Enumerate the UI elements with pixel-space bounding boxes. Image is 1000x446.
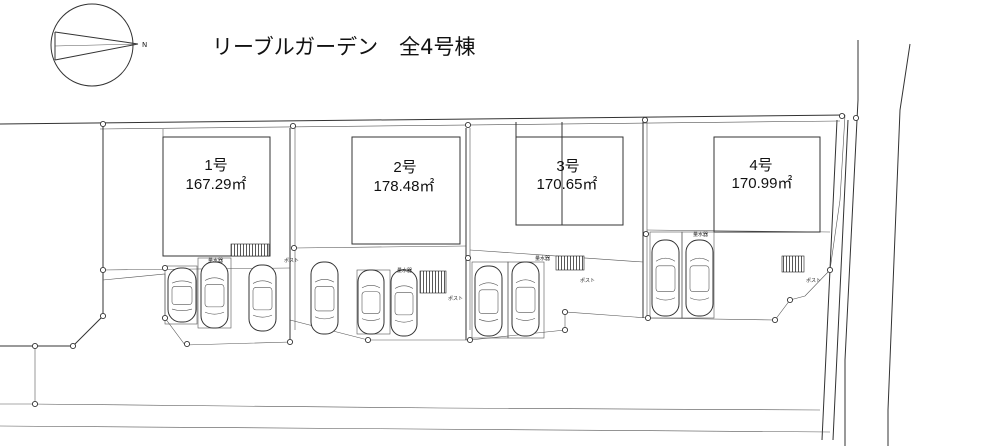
boundary-marker-icon [826, 266, 834, 274]
boundary-marker-icon [290, 244, 298, 252]
parked-car-icon [200, 261, 229, 329]
survey-nodes [31, 112, 860, 408]
lot-2-number: 2号 [393, 159, 416, 176]
boundary-marker-icon [838, 112, 846, 120]
lot-4-label: 4号 170.99㎡ [732, 157, 793, 192]
compass-north-label: N [142, 41, 147, 49]
parked-car-icon [685, 239, 714, 317]
parked-car-icon [248, 264, 277, 332]
boundary-marker-icon [644, 314, 652, 322]
post-label-4: ポスト [806, 277, 821, 284]
lot-3-number: 3号 [556, 158, 579, 175]
boundary-marker-icon [641, 116, 649, 124]
parked-car-icon [310, 261, 339, 335]
parked-car-icon [651, 239, 680, 317]
utility-boxes [230, 243, 805, 294]
annotations: 量水器 ポスト 量水器 ポスト 量水器 ポスト 量水器 ポスト [208, 231, 821, 302]
boundary-marker-icon [31, 400, 39, 408]
lot-1-area: 167.29㎡ [186, 176, 247, 193]
parked-car-icon [390, 269, 418, 337]
boundary-marker-icon [69, 342, 77, 350]
building-footprints [162, 122, 821, 257]
lot-2-label: 2号 178.48㎡ [374, 159, 435, 195]
lot-3-area: 170.65㎡ [537, 176, 598, 193]
water-meter-label-4: 量水器 [693, 231, 708, 238]
boundary-marker-icon [286, 338, 294, 346]
boundary-marker-icon [464, 121, 472, 129]
page-title: リーブルガーデン 全4号棟 [212, 35, 475, 59]
parked-car-icon [167, 267, 197, 323]
boundary-marker-icon [183, 340, 191, 348]
lot-1-number: 1号 [204, 157, 227, 174]
boundary-marker-icon [771, 316, 779, 324]
lot-4-number: 4号 [749, 157, 772, 174]
boundary-marker-icon [786, 296, 794, 304]
boundary-marker-icon [464, 254, 472, 262]
boundary-marker-icon [99, 312, 107, 320]
site-boundary [0, 114, 846, 433]
boundary-marker-icon [31, 342, 39, 350]
lot-3-label: 3号 170.65㎡ [537, 158, 598, 193]
water-meter-label-2: 量水器 [397, 267, 412, 274]
boundary-marker-icon [642, 230, 650, 238]
post-label-2: ポスト [448, 295, 463, 302]
post-label-3: ポスト [580, 277, 595, 284]
water-meter-label-3: 量水器 [535, 255, 550, 262]
lot-4-area: 170.99㎡ [732, 175, 793, 192]
boundary-marker-icon [561, 326, 569, 334]
boundary-marker-icon [289, 122, 297, 130]
boundary-marker-icon [561, 308, 569, 316]
lot-2-area: 178.48㎡ [374, 178, 435, 195]
boundary-marker-icon [364, 336, 372, 344]
parked-car-icon [511, 261, 540, 337]
road-boundary [821, 40, 911, 446]
boundary-marker-icon [161, 314, 169, 322]
parked-car-icon [357, 269, 385, 335]
boundary-marker-icon [99, 120, 107, 128]
boundary-marker-icon [466, 336, 474, 344]
water-meter-label-1: 量水器 [208, 257, 223, 264]
parked-car-icon [474, 265, 503, 337]
compass-icon: N [50, 3, 147, 87]
post-label-1: ポスト [284, 257, 299, 264]
lot-1-label: 1号 167.29㎡ [186, 157, 247, 193]
boundary-marker-icon [852, 114, 860, 122]
cars-layer [167, 239, 714, 337]
boundary-marker-icon [161, 264, 169, 272]
boundary-marker-icon [99, 266, 107, 274]
